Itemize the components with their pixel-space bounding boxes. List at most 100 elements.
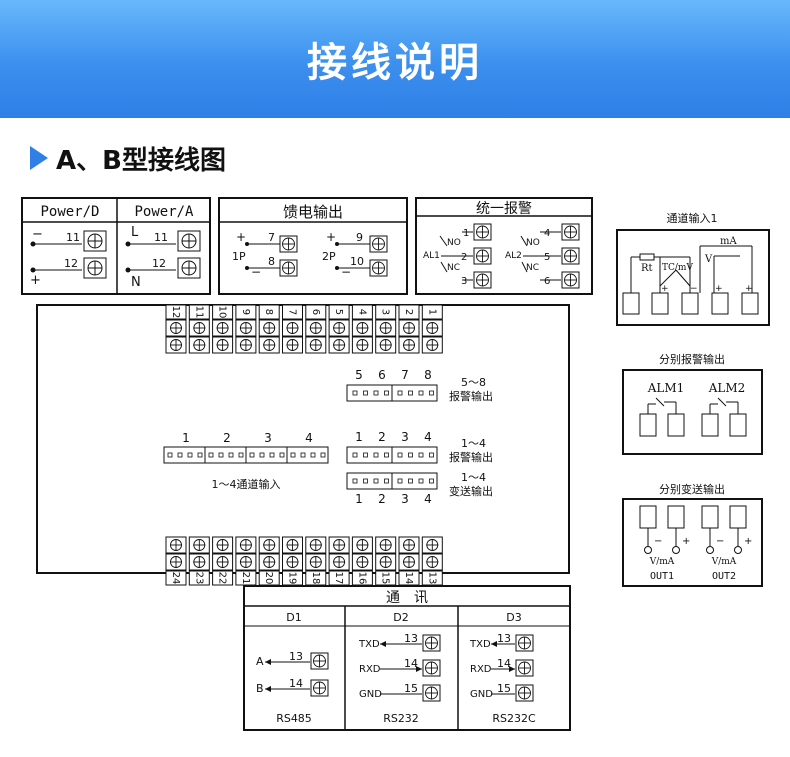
board-terminal: 4 [351, 304, 373, 354]
terminal-number: 21 [240, 572, 251, 585]
power-d-t11: 11 [66, 231, 80, 244]
power-d-minus: − [32, 227, 43, 242]
alarm-al2: AL2 [505, 251, 522, 261]
side-tcmv: TC/mV [662, 263, 693, 273]
alarm-t6: 6 [544, 276, 550, 287]
side-out2: OUT2 [712, 571, 736, 582]
alarm-title: 统一报警 [476, 201, 532, 217]
board-terminal: 8 [258, 304, 280, 354]
connector-number: 7 [401, 368, 409, 382]
svg-text:+: + [745, 284, 753, 294]
power-a-n: N [131, 275, 141, 290]
board-terminal: 5 [328, 304, 350, 354]
comm-d2-t15: 15 [404, 682, 418, 695]
alarm-no-1: NO [447, 238, 461, 248]
board-terminal: 12 [165, 304, 187, 354]
terminal-number: 16 [356, 572, 367, 585]
lbl-58-text: 报警输出 [449, 389, 493, 403]
comm-d1: D1 [286, 611, 301, 624]
input-number: 2 [223, 431, 231, 445]
board-terminal: 22 [212, 536, 234, 586]
board-terminal: 20 [258, 536, 280, 586]
alarm-t1: 1 [463, 228, 469, 239]
header-banner: 接线说明 [0, 0, 790, 118]
side-trans-title: 分别变送输出 [659, 482, 725, 496]
comm-rs232: RS232 [383, 712, 419, 725]
comm-d3: D3 [506, 611, 521, 624]
comm-b: B [256, 682, 264, 695]
section-title: A、B型接线图 [56, 145, 226, 176]
board-terminal: 6 [305, 304, 327, 354]
comm-d2-rxd: RXD [359, 664, 381, 675]
board-terminal: 3 [375, 304, 397, 354]
terminal-number: 17 [333, 572, 344, 585]
comm-d1-t13: 13 [289, 650, 303, 663]
board-terminal: 11 [188, 304, 210, 354]
board-terminal: 19 [282, 536, 303, 586]
unified-alarm-box: 统一报警 NO AL1 NC 1 2 3 NO AL2 NC 4 5 6 [415, 197, 593, 295]
terminal-number: 1 [426, 309, 437, 315]
svg-text:+: + [661, 284, 669, 294]
connector-number: 8 [424, 368, 432, 382]
feed-2p: 2P [322, 250, 336, 263]
feed-plus-2: + [326, 230, 336, 244]
comm-box: 通 讯 D1 D2 D3 A 13 B 14 RS485 TXD 13 RXD … [243, 585, 571, 731]
terminal-number: 10 [217, 306, 228, 319]
connector-number: 1 [355, 492, 363, 506]
side-alm2: ALM2 [708, 381, 746, 395]
power-a-l: L [131, 225, 139, 240]
feed-t8: 8 [268, 255, 275, 268]
comm-rs232c: RS232C [492, 712, 536, 725]
comm-d1-t14: 14 [289, 677, 303, 690]
terminal-number: 5 [333, 309, 344, 315]
board-terminal: 9 [235, 304, 257, 354]
power-box: Power/D Power/A − 11 + 12 L 11 N 12 [21, 197, 211, 295]
connector-number: 4 [424, 492, 432, 506]
connector-number: 3 [401, 430, 409, 444]
lbl-14a-text: 报警输出 [449, 450, 493, 464]
lbl-14a-range: 1～4 [461, 437, 486, 450]
alarm-nc-2: NC [526, 263, 539, 273]
feed-minus-2: − [341, 265, 351, 279]
power-d-t12: 12 [64, 257, 78, 270]
feed-plus-1: + [236, 230, 246, 244]
svg-text:+: + [715, 284, 723, 294]
feed-minus-1: − [251, 265, 261, 279]
terminal-number: 3 [380, 309, 391, 315]
lbl-14b-range: 1～4 [461, 471, 486, 484]
side-transmit-output: 分别变送输出 − + − + V/mA V/mA OUT1 OUT2 [622, 482, 763, 587]
board-terminal: 10 [212, 304, 234, 354]
board-terminal: 16 [351, 536, 373, 586]
terminal-number: 23 [193, 572, 204, 585]
comm-d2: D2 [393, 611, 408, 624]
lbl-14b-text: 变送输出 [449, 484, 493, 498]
alarm-no-2: NO [526, 238, 540, 248]
terminal-number: 13 [426, 572, 437, 585]
comm-a: A [256, 655, 264, 668]
comm-rs485: RS485 [276, 712, 312, 725]
svg-text:+: + [744, 536, 752, 547]
power-a-title: Power/A [134, 204, 194, 220]
feed-t9: 9 [356, 231, 363, 244]
terminal-number: 9 [240, 309, 251, 315]
comm-d3-t13: 13 [497, 632, 511, 645]
comm-d3-rxd: RXD [470, 664, 492, 675]
svg-text:−: − [690, 284, 698, 294]
power-d-plus: + [30, 273, 41, 288]
connector-number: 3 [401, 492, 409, 506]
board-terminal: 24 [165, 536, 187, 586]
comm-d2-t14: 14 [404, 657, 418, 670]
input-label: 1～4通道输入 [212, 477, 281, 491]
connector-number: 1 [355, 430, 363, 444]
page-title: 接线说明 [307, 40, 483, 86]
comm-d2-txd: TXD [358, 639, 380, 650]
terminal-number: 7 [287, 309, 298, 315]
terminal-number: 11 [193, 306, 204, 319]
alarm-t3: 3 [461, 276, 467, 287]
power-a-t11: 11 [154, 231, 168, 244]
board-terminal: 17 [328, 536, 350, 586]
